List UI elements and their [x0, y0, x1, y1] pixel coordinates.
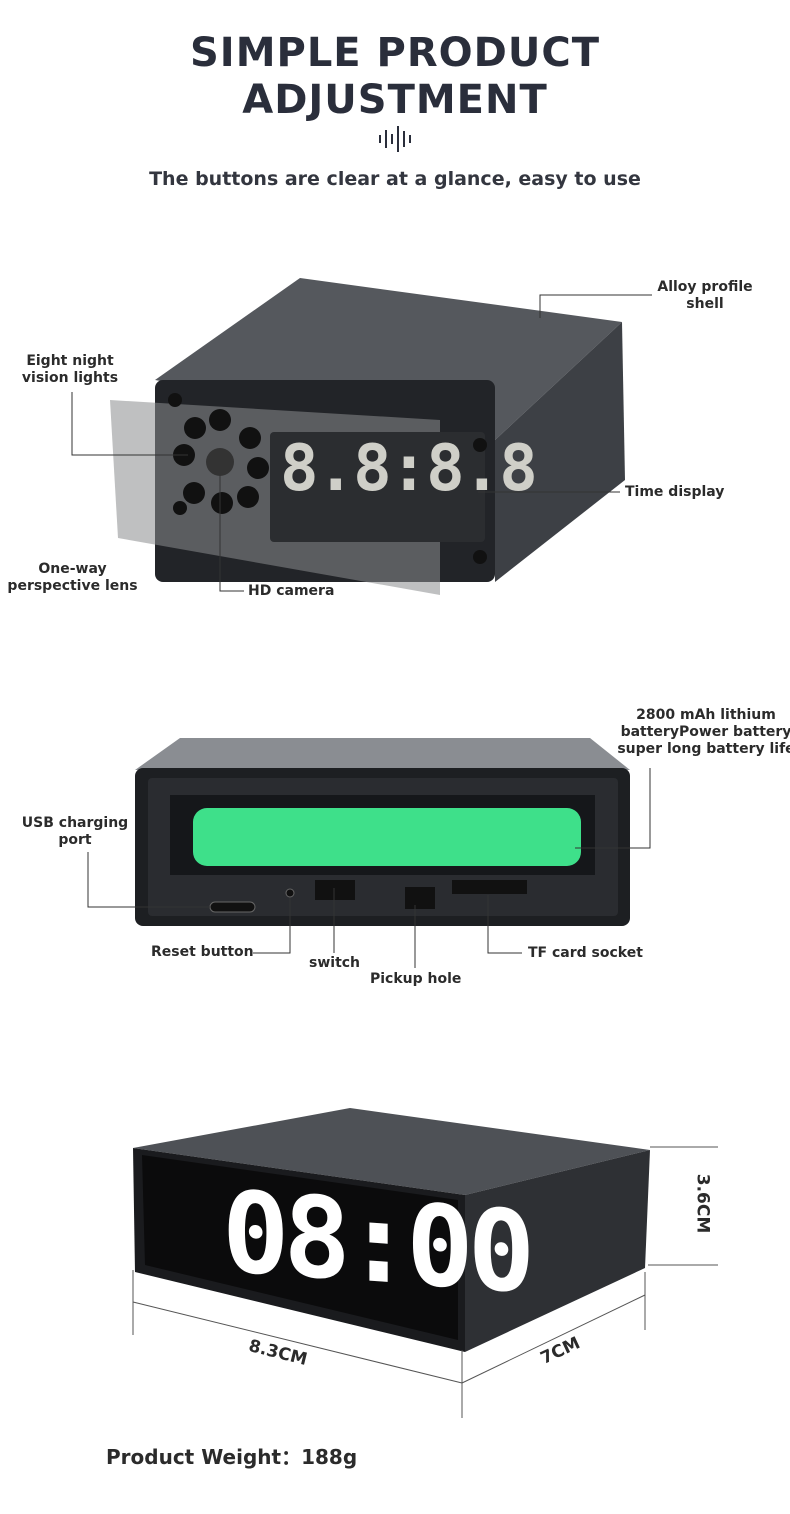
time-display-digits: 8.8:8.8 — [280, 432, 538, 506]
label-time-display: Time display — [625, 484, 725, 500]
page-title-line2: ADJUSTMENT — [242, 77, 548, 123]
page-subtitle: The buttons are clear at a glance, easy … — [149, 168, 641, 190]
back-device — [135, 738, 630, 926]
clock-display-digits: 08:00 — [222, 1167, 530, 1319]
battery — [193, 808, 581, 866]
dimension-device — [133, 1108, 650, 1352]
label-hd-camera: HD camera — [248, 583, 335, 599]
label-tf-socket: TF card socket — [528, 945, 643, 961]
dimension-height: 3.6CM — [692, 1173, 713, 1234]
front-device — [110, 278, 625, 595]
label-pickup-hole: Pickup hole — [370, 971, 462, 987]
sound-wave-icon — [379, 126, 411, 152]
label-switch: switch — [309, 955, 361, 971]
product-weight: Product Weight：188g — [106, 1445, 358, 1469]
label-reset-button: Reset button — [151, 944, 254, 960]
page-title-line1: SIMPLE PRODUCT — [190, 30, 600, 76]
